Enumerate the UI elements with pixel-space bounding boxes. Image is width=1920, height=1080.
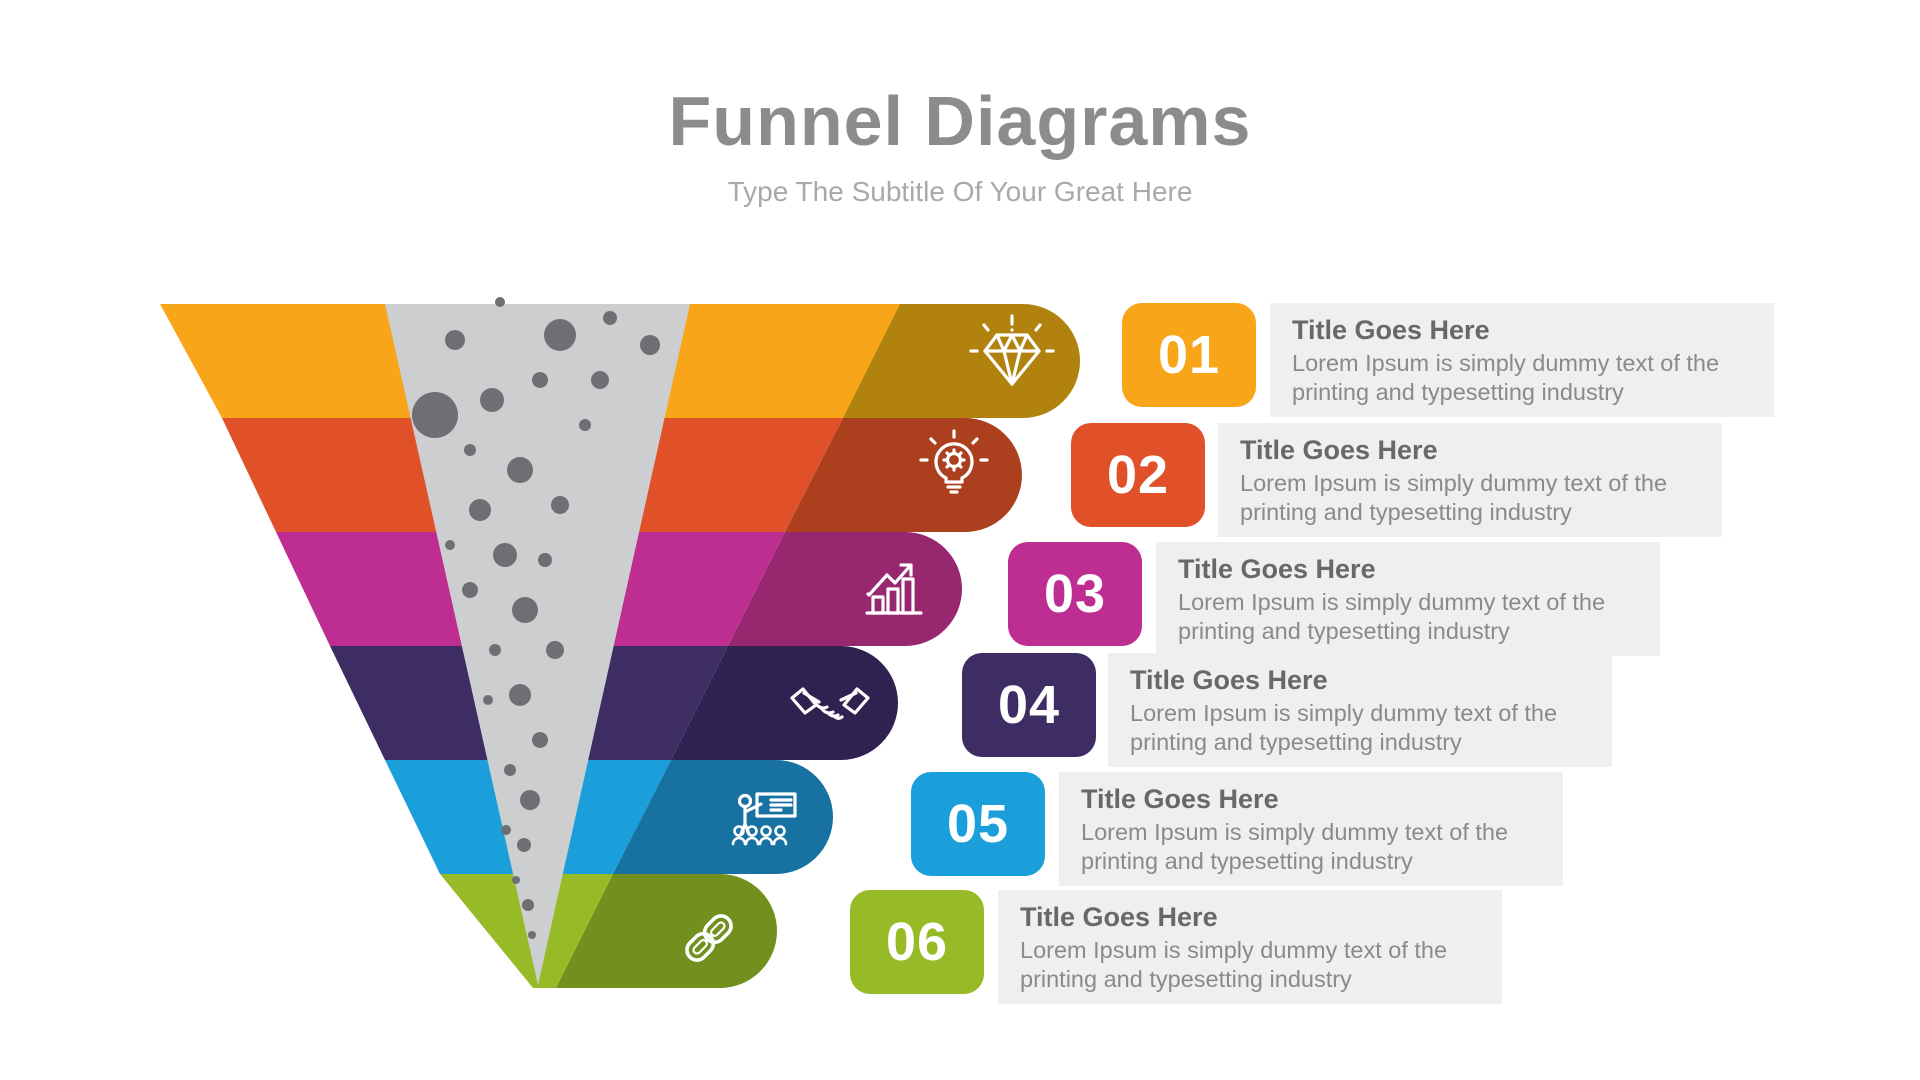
item-title: Title Goes Here — [1081, 784, 1279, 814]
diamond-icon — [969, 314, 1055, 386]
item-number-badge-03: 03 — [1008, 542, 1142, 646]
item-title: Title Goes Here — [1240, 435, 1438, 465]
funnel-channel — [385, 304, 690, 985]
item-description: Lorem Ipsum is simply dummy text of the … — [1130, 700, 1558, 755]
page-title: Funnel Diagrams — [668, 82, 1252, 160]
item-number-badge-06: 06 — [850, 890, 984, 994]
item-title: Title Goes Here — [1130, 665, 1328, 695]
item-description: Lorem Ipsum is simply dummy text of the … — [1081, 819, 1509, 874]
handshake-icon — [790, 687, 870, 720]
item-number: 04 — [997, 675, 1061, 735]
item-description: Lorem Ipsum is simply dummy text of the … — [1292, 350, 1720, 405]
growth-chart-icon — [865, 563, 923, 615]
funnel-pill-5 — [613, 760, 833, 874]
item-number-badge-05: 05 — [911, 772, 1045, 876]
item-number: 05 — [946, 794, 1010, 854]
chain-link-icon — [685, 914, 733, 962]
item-description: Lorem Ipsum is simply dummy text of the … — [1020, 937, 1448, 992]
item-description: Lorem Ipsum is simply dummy text of the … — [1240, 470, 1668, 525]
item-number: 02 — [1106, 445, 1170, 505]
item-number-badge-02: 02 — [1071, 423, 1205, 527]
item-number-badge-01: 01 — [1122, 303, 1256, 407]
item-title: Title Goes Here — [1292, 315, 1490, 345]
idea-bulb-gear-icon — [919, 429, 989, 494]
item-title: Title Goes Here — [1178, 554, 1376, 584]
training-presentation-icon — [731, 792, 797, 846]
item-number: 06 — [885, 912, 949, 972]
page-subtitle: Type The Subtitle Of Your Great Here — [727, 176, 1193, 207]
item-description: Lorem Ipsum is simply dummy text of the … — [1178, 589, 1606, 644]
item-number-badge-04: 04 — [962, 653, 1096, 757]
item-number: 01 — [1157, 325, 1221, 385]
funnel-bubbles — [412, 297, 660, 939]
item-number: 03 — [1043, 564, 1107, 624]
funnel-pill-4 — [671, 646, 898, 760]
funnel-pill-3 — [728, 532, 962, 646]
funnel-pill-1 — [843, 304, 1080, 418]
header: Funnel Diagrams Type The Subtitle Of You… — [0, 84, 1920, 208]
item-title: Title Goes Here — [1020, 902, 1218, 932]
funnel-pill-6 — [556, 874, 777, 988]
